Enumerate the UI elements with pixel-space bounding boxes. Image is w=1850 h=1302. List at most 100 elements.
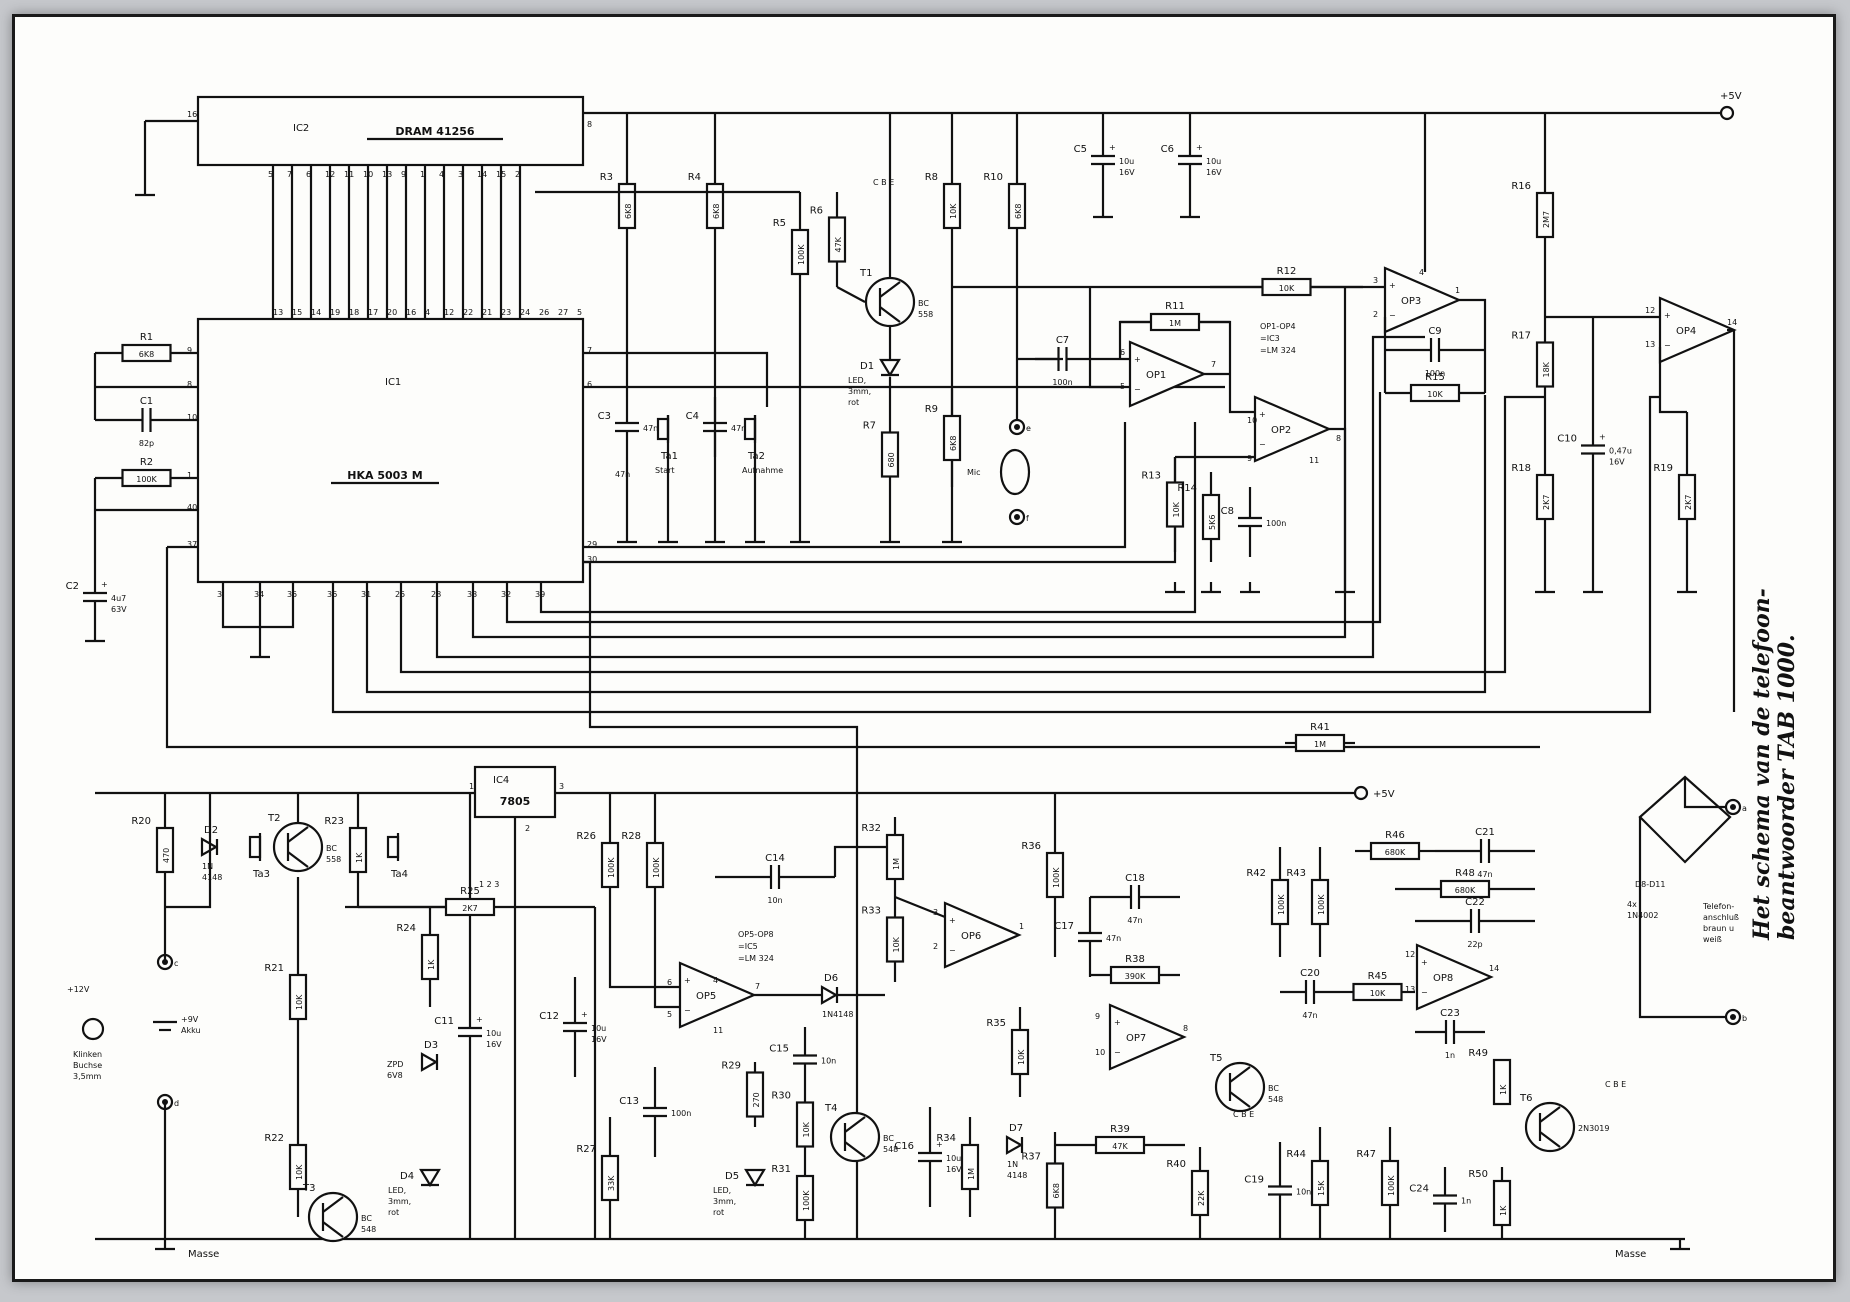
resistor-value: 6K8	[624, 204, 633, 219]
capacitor-ref: C9	[1428, 326, 1441, 337]
switch-label: Start	[655, 466, 675, 475]
pin-number: 27	[558, 308, 568, 317]
capacitor-value: 10u	[591, 1024, 606, 1033]
resistor-ref: R48	[1455, 868, 1475, 879]
diode-type: rot	[848, 398, 859, 407]
wire	[399, 395, 1545, 674]
resistor-r20	[155, 826, 175, 874]
capacitor-value: 47n	[615, 470, 630, 479]
transistor-emitter	[844, 1141, 866, 1158]
resistor-body	[960, 1143, 980, 1191]
opamp-plus: +	[1421, 958, 1428, 967]
opamp-minus: −	[1114, 1048, 1121, 1057]
resistor-ref: R21	[264, 963, 284, 974]
opamp-minus: −	[1259, 440, 1266, 449]
resistor-value: 100K	[1052, 867, 1061, 888]
resistor-ref: R14	[1177, 483, 1197, 494]
transistor-emitter	[1539, 1131, 1561, 1148]
pin-number: 5	[667, 1010, 672, 1019]
resistor-ref: R6	[810, 206, 823, 217]
resistor-body	[795, 1101, 815, 1148]
resistor-r5	[790, 228, 810, 276]
resistor-r16	[1535, 191, 1555, 239]
pin-number: 14	[1727, 318, 1737, 327]
opamp-ref: OP2	[1271, 425, 1291, 436]
pin-number: 11	[1309, 456, 1319, 465]
resistor-r50	[1492, 1179, 1512, 1227]
capacitor-ref: C24	[1409, 1184, 1429, 1195]
reg-pin-label: 1 2 3	[479, 880, 499, 889]
opamp-minus: −	[1421, 988, 1428, 997]
switch-ref: Ta3	[252, 869, 270, 880]
resistor-ref: R20	[131, 816, 151, 827]
resistor-body	[1310, 878, 1330, 926]
resistor-value: 680	[887, 452, 896, 467]
capacitor-value: 10n	[767, 896, 782, 905]
caption-line-1: Het schema van de telefoon-	[1749, 588, 1775, 940]
transistor-t3	[307, 1191, 359, 1243]
resistor-ref: R29	[721, 1061, 741, 1072]
resistor-value: 10K	[295, 994, 304, 1010]
transistor-ref: T1	[859, 268, 872, 279]
resistor-value: 47K	[834, 236, 843, 252]
resistor-r7	[880, 431, 900, 478]
pin-number: 26	[539, 308, 549, 317]
jack-label: Buchse	[73, 1061, 102, 1070]
resistor-body	[1492, 1058, 1512, 1106]
resistor-r30	[795, 1101, 815, 1148]
resistor-value: 470	[162, 848, 171, 863]
resistor-value: 1M	[1314, 740, 1326, 749]
switch-ta2	[743, 417, 757, 441]
resistor-body	[1007, 182, 1027, 230]
pin-number: 6	[1120, 348, 1125, 357]
resistor-ref: R19	[1653, 463, 1673, 474]
transistor-ref: T3	[302, 1183, 315, 1194]
transistor-body	[864, 276, 916, 328]
resistor-r3	[617, 182, 637, 230]
transistor-type: BC	[883, 1134, 894, 1143]
resistor-ref: R11	[1165, 301, 1185, 312]
transistor-collector	[879, 281, 901, 298]
resistor-ref: R16	[1511, 181, 1531, 192]
transistor-collector	[844, 1116, 866, 1133]
transistor-type: BC	[326, 844, 337, 853]
resistor-value: 6K8	[1052, 1183, 1061, 1198]
resistor-value: 270	[752, 1092, 761, 1107]
opamp-note: =LM 324	[1260, 346, 1296, 355]
opamp-ref: OP4	[1676, 326, 1696, 337]
resistor-ref: R30	[771, 1091, 791, 1102]
resistor-value: 10K	[949, 203, 958, 219]
resistor-value: 100K	[607, 857, 616, 878]
wire	[1228, 374, 1255, 414]
pin-number: 8	[1336, 434, 1341, 443]
resistor-value: 1K	[1499, 1084, 1508, 1095]
transistor-ref: T6	[1519, 1093, 1532, 1104]
resistor-ref: R32	[861, 823, 881, 834]
resistor-r26	[600, 841, 620, 889]
pin-number: 10	[187, 413, 197, 422]
terminal-a	[1730, 804, 1736, 810]
rail-terminal-5v	[1719, 105, 1735, 121]
transistor-type: BC	[1268, 1084, 1279, 1093]
phone-label: anschluß	[1703, 913, 1739, 922]
capacitor-value: 4u7	[111, 594, 126, 603]
resistor-value: 10K	[295, 1164, 304, 1180]
diode-type: LED,	[713, 1186, 731, 1195]
pin-number: 24	[520, 308, 530, 317]
resistor-value: 10K	[1370, 989, 1386, 998]
resistor-ref: R49	[1468, 1048, 1488, 1059]
resistor-value: 18K	[1542, 361, 1551, 377]
resistor-r35	[1010, 1028, 1030, 1076]
resistor-r21	[288, 973, 308, 1021]
opamp-body	[943, 901, 1022, 969]
pin-number: 8	[1183, 1024, 1188, 1033]
resistor-body	[942, 414, 962, 462]
resistor-ref: R25	[460, 886, 480, 897]
capacitor-ref: C22	[1465, 897, 1485, 908]
resistor-r44	[1310, 1159, 1330, 1207]
resistor-ref: R39	[1110, 1124, 1130, 1135]
resistor-value: 10K	[1017, 1049, 1026, 1065]
resistor-ref: R27	[576, 1144, 596, 1155]
resistor-value: 100K	[802, 1190, 811, 1211]
pin-number: 1	[1455, 286, 1460, 295]
